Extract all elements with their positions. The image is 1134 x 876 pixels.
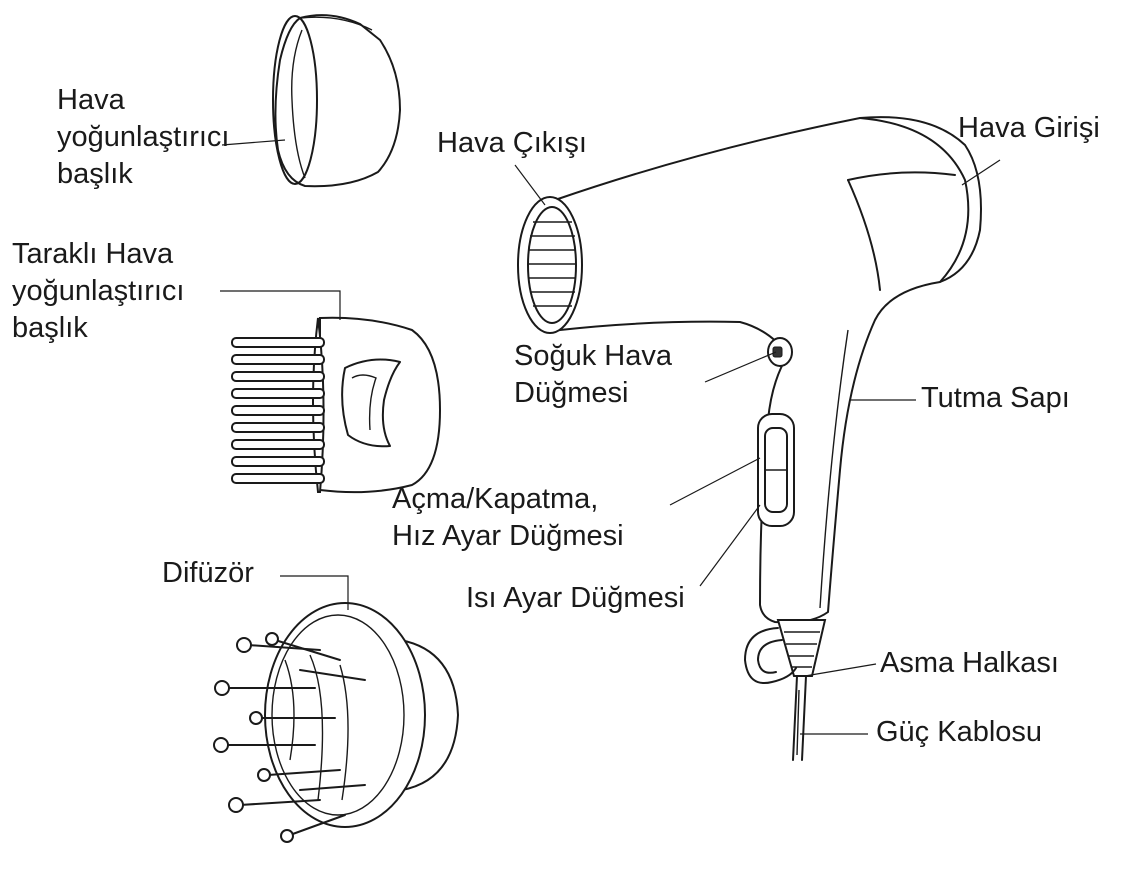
label-hang-loop: Asma Halkası — [880, 647, 1059, 679]
concentrator-nozzle-drawing — [272, 14, 402, 188]
label-cool-button: Soğuk Hava Düğmesi — [514, 340, 672, 409]
label-power-speed-button: Açma/Kapatma, Hız Ayar Düğmesi — [392, 483, 624, 552]
leader-lines — [220, 139, 1001, 735]
label-handle: Tutma Sapı — [921, 382, 1070, 414]
diffuser-drawing — [213, 602, 460, 843]
label-concentrator: Hava yoğunlaştırıcı başlık — [57, 84, 230, 190]
label-air-outlet: Hava Çıkışı — [437, 127, 587, 159]
label-air-inlet: Hava Girişi — [958, 112, 1100, 144]
label-power-cord: Güç Kablosu — [876, 716, 1043, 748]
hair-dryer-drawing — [517, 116, 982, 761]
label-diffuser: Difüzör — [162, 557, 254, 589]
comb-concentrator-drawing — [231, 316, 442, 494]
label-heat-button: Isı Ayar Düğmesi — [466, 582, 685, 614]
label-comb-concentrator: Taraklı Hava yoğunlaştırıcı başlık — [12, 238, 185, 344]
